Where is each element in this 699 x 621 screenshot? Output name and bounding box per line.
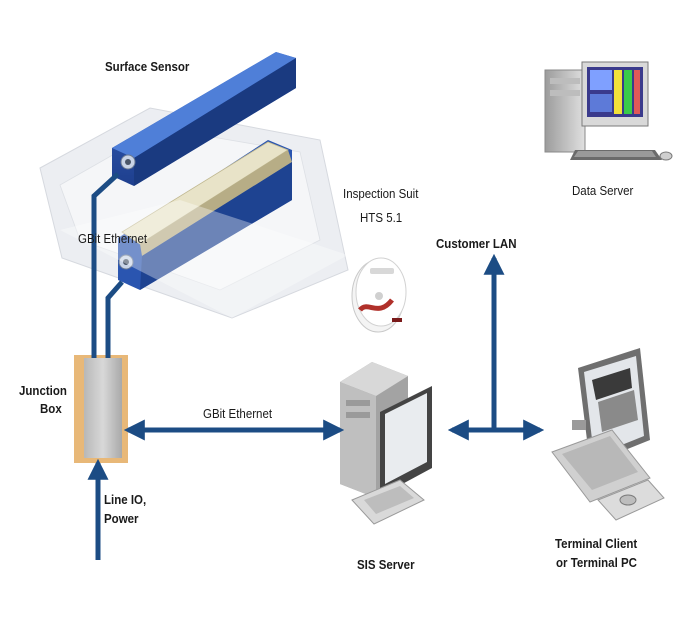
sis-server-computer-icon	[340, 362, 432, 525]
gbit-ethernet-top-label: GBit Ethernet	[78, 232, 148, 246]
terminal-label-line1: Terminal Client	[555, 537, 638, 551]
data-server-label: Data Server	[572, 184, 634, 198]
sensor-cable-2	[105, 280, 124, 358]
sensor-cable-1	[91, 172, 120, 358]
software-cd-icon	[351, 257, 407, 333]
junction-box-label-line1: Junction	[19, 384, 67, 398]
data-server-computer-icon	[544, 61, 673, 161]
surface-sensor-label: Surface Sensor	[105, 60, 190, 74]
line-io-label-line2: Power	[104, 512, 139, 526]
gbit-ethernet-middle-label: GBit Ethernet	[203, 407, 273, 421]
junction-box-label-line2: Box	[40, 402, 62, 416]
inspection-suit-label-line2: HTS 5.1	[360, 211, 403, 225]
terminal-label-line2: or Terminal PC	[556, 556, 637, 570]
line-io-label-line1: Line IO,	[104, 493, 147, 507]
inspection-suit-label-line1: Inspection Suit	[343, 187, 419, 201]
customer-lan-label: Customer LAN	[436, 237, 517, 251]
terminal-pc-icon	[551, 348, 665, 521]
surface-sensor-icon	[39, 52, 349, 319]
junction-box-icon	[74, 355, 128, 463]
connections	[87, 172, 545, 560]
sis-server-label: SIS Server	[357, 558, 415, 572]
